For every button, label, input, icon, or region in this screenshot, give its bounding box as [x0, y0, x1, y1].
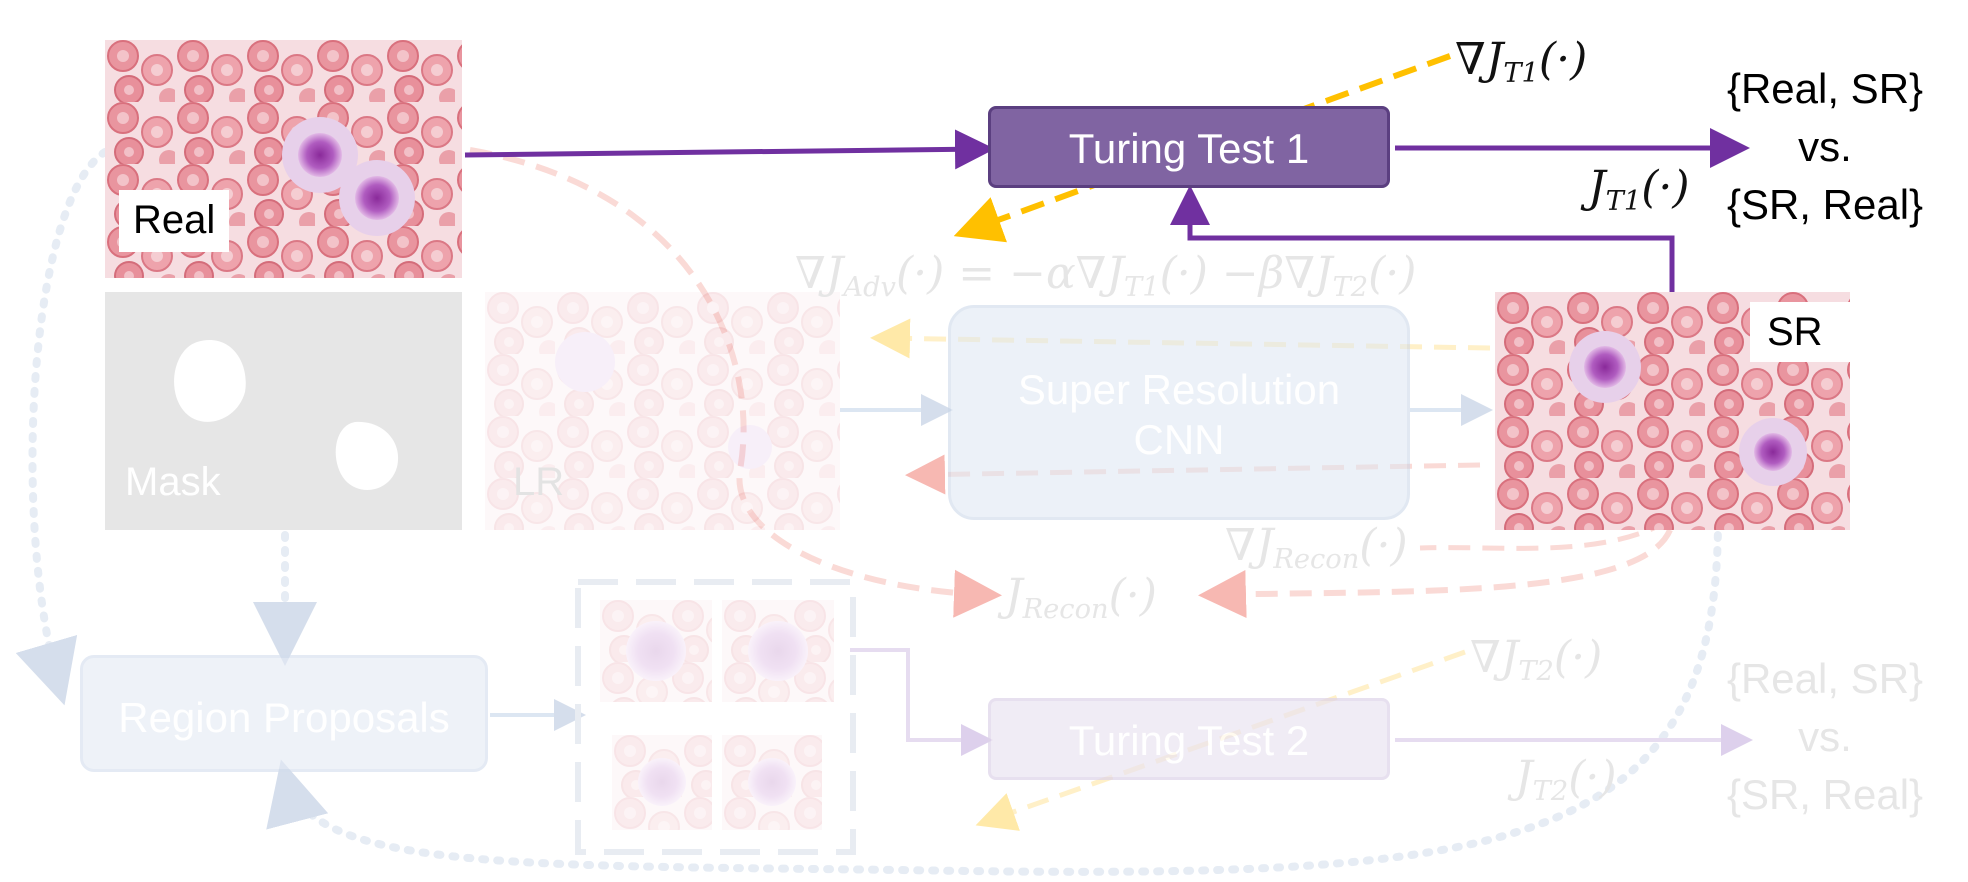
- region-proposals-label: Region Proposals: [118, 694, 450, 741]
- j-t1-label: JT1(·): [1588, 162, 1690, 217]
- grad-j-t2-label: ∇JT2(·): [1470, 632, 1603, 687]
- dotted-loop-left: [15, 148, 109, 706]
- real-to-tt1-arrow: [464, 129, 995, 170]
- sr-cnn-label-1: Super Resolution: [1017, 366, 1341, 413]
- j-recon-label: JRecon(·): [1005, 570, 1157, 625]
- lr-image: LR: [485, 292, 840, 530]
- mask-blobs: [174, 340, 399, 490]
- turing-test-1-box: Turing Test 1: [988, 106, 1390, 188]
- mask-image: Mask: [105, 292, 462, 530]
- crop-real-1: [600, 600, 712, 702]
- output-bottom: {Real, SR} vs. {SR, Real}: [1690, 650, 1960, 824]
- real-label: Real: [133, 198, 216, 242]
- output-top-line-1: {Real, SR}: [1726, 65, 1924, 112]
- sr-label-bg: [1750, 302, 1850, 362]
- grad-j-t1-label: ∇JT1(·): [1455, 34, 1588, 89]
- output-top: {Real, SR} vs. {SR, Real}: [1690, 60, 1960, 234]
- lr-image-cells: [485, 292, 840, 530]
- crop-sr-1-cells: [722, 600, 834, 702]
- output-bottom-line-3: {SR, Real}: [1726, 771, 1924, 818]
- crops-to-tt2-arrow: [850, 648, 993, 756]
- mask-label: Mask: [125, 460, 221, 504]
- sr-to-tt1-arrow: [1170, 185, 1675, 292]
- turing-test-2-box: Turing Test 2: [988, 698, 1390, 780]
- crop-real-2: [612, 735, 712, 830]
- output-bottom-line-2: vs.: [1798, 713, 1852, 760]
- sr-cnn-label-2: CNN: [1133, 416, 1225, 463]
- crop-real-2-cells: [612, 735, 712, 830]
- sr-cnn-box: Super Resolution CNN: [948, 305, 1410, 520]
- real-label-bg: [119, 190, 229, 252]
- crop-sr-1: [722, 600, 834, 702]
- output-top-line-3: {SR, Real}: [1726, 181, 1924, 228]
- recon-arrow-sr: [1198, 528, 1673, 619]
- real-image: Real: [105, 40, 462, 278]
- turing-test-1-label: Turing Test 1: [1068, 125, 1310, 172]
- j-t2-label: JT2(·): [1515, 752, 1617, 807]
- crop-real-1-cells: [600, 600, 712, 702]
- region-proposals-box: Region Proposals: [80, 655, 488, 772]
- sr-image: SR: [1495, 292, 1850, 530]
- output-top-line-2: vs.: [1798, 123, 1852, 170]
- grad-j-recon-label: ∇JRecon(·): [1225, 520, 1408, 575]
- sr-label: SR: [1767, 310, 1823, 354]
- lr-label: LR: [513, 460, 565, 504]
- dotted-loop-bottom: [266, 516, 1722, 876]
- crop-sr-2: [722, 735, 822, 830]
- grad-j-adv-label: ∇JAdv(·) = −α∇JT1(·) −β∇JT2(·): [795, 248, 1417, 303]
- turing-test-2-label: Turing Test 2: [1068, 717, 1310, 764]
- crop-sr-2-cells: [722, 735, 822, 830]
- crops-container: [575, 579, 856, 855]
- output-bottom-line-1: {Real, SR}: [1726, 655, 1924, 702]
- grad-recon-arrow: [1419, 517, 1672, 551]
